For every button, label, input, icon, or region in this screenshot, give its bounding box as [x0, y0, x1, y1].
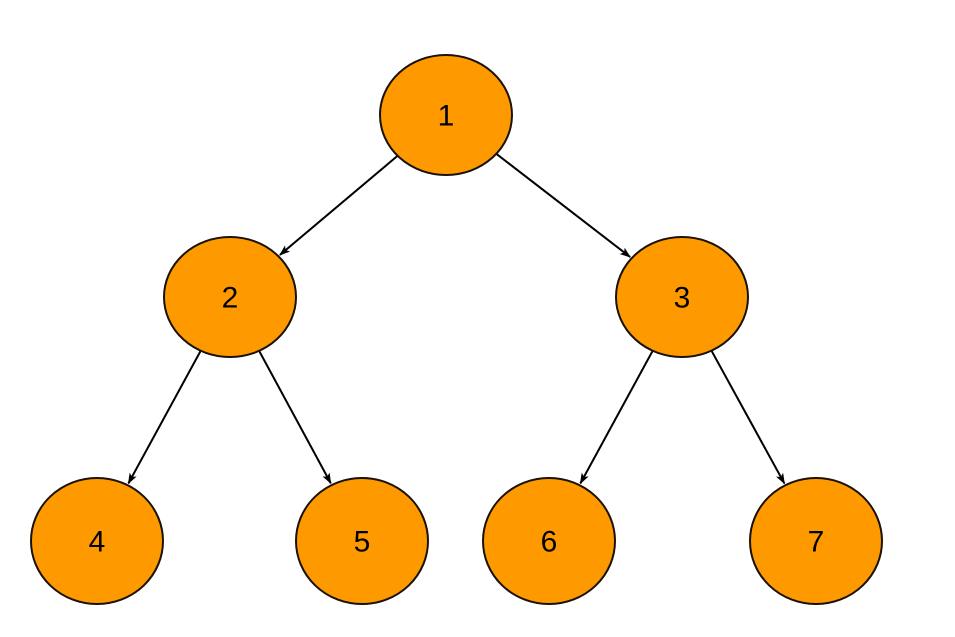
tree-node-label-3: 3 [674, 282, 691, 315]
tree-node-1[interactable]: 1 [379, 54, 513, 176]
tree-node-circle-5[interactable] [295, 477, 429, 605]
tree-node-label-6: 6 [541, 526, 558, 559]
tree-node-circle-4[interactable] [30, 477, 164, 605]
tree-node-label-7: 7 [808, 526, 825, 559]
tree-node-circle-2[interactable] [163, 236, 297, 358]
tree-node-circle-1[interactable] [379, 54, 513, 176]
tree-node-3[interactable]: 3 [615, 236, 749, 358]
tree-edge-n2-to-n4 [127, 350, 202, 485]
tree-edge-n3-to-n7 [710, 350, 786, 485]
tree-edge-n3-to-n6 [579, 350, 654, 485]
tree-node-label-4: 4 [89, 526, 106, 559]
tree-node-circle-7[interactable] [749, 477, 883, 605]
tree-node-6[interactable]: 6 [482, 477, 616, 605]
tree-node-5[interactable]: 5 [295, 477, 429, 605]
tree-node-circle-6[interactable] [482, 477, 616, 605]
tree-edge-n1-to-n2 [279, 155, 399, 256]
tree-edge-n2-to-n5 [258, 350, 332, 485]
edge-layer [127, 153, 786, 485]
tree-edge-n1-to-n3 [495, 153, 631, 258]
tree-node-label-2: 2 [222, 282, 239, 315]
tree-node-label-1: 1 [438, 100, 455, 133]
tree-node-label-5: 5 [354, 526, 371, 559]
tree-node-2[interactable]: 2 [163, 236, 297, 358]
tree-node-circle-3[interactable] [615, 236, 749, 358]
tree-node-7[interactable]: 7 [749, 477, 883, 605]
tree-node-4[interactable]: 4 [30, 477, 164, 605]
node-layer: 1 2 3 4 5 6 7 [30, 54, 883, 605]
